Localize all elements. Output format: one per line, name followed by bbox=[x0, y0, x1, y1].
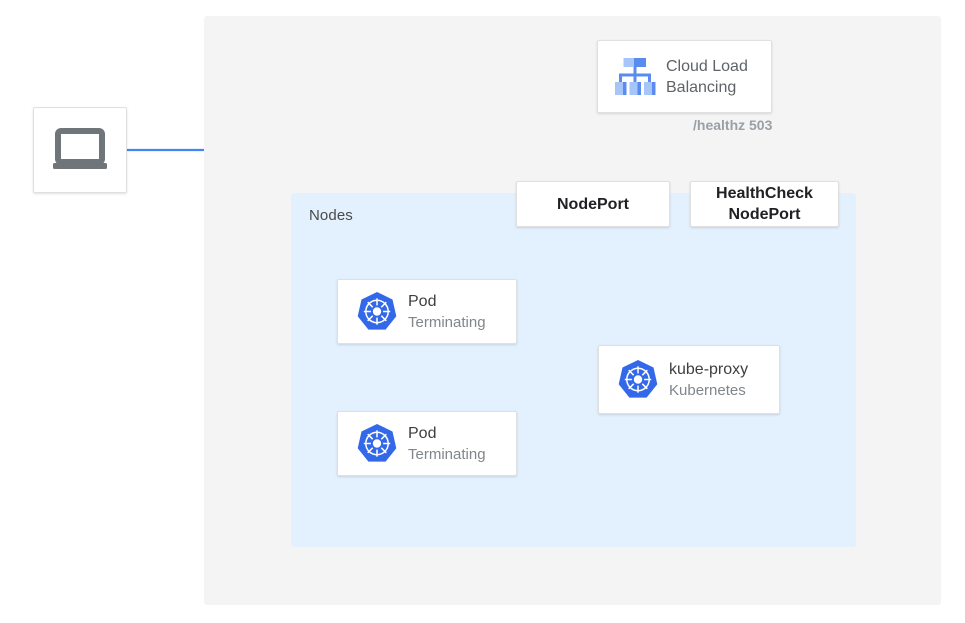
nodeport-node[interactable]: NodePort bbox=[516, 181, 670, 227]
pod-title: Pod bbox=[408, 292, 437, 310]
healthz-status-label: /healthz 503 bbox=[693, 117, 773, 133]
kubernetes-icon bbox=[607, 358, 669, 402]
pod-title: Pod bbox=[408, 424, 437, 442]
laptop-icon bbox=[51, 128, 109, 172]
pod-node-2[interactable]: Pod Terminating bbox=[337, 411, 517, 476]
kube-proxy-title: kube-proxy bbox=[669, 360, 749, 378]
kubernetes-icon bbox=[346, 422, 408, 466]
cloud-load-balancing-label-line1: Cloud Load bbox=[666, 57, 748, 75]
nodeport-label: NodePort bbox=[557, 195, 629, 213]
kube-proxy-subtitle: Kubernetes bbox=[669, 381, 746, 399]
client-node[interactable] bbox=[33, 107, 127, 193]
healthcheck-nodeport-label-line1: HealthCheck bbox=[716, 185, 813, 202]
pod-subtitle: Terminating bbox=[408, 445, 486, 463]
region-nodes-label: Nodes bbox=[309, 207, 353, 224]
pod-node-1[interactable]: Pod Terminating bbox=[337, 279, 517, 344]
cloud-load-balancing-label-line2: Balancing bbox=[666, 78, 737, 96]
cloud-load-balancing-node[interactable]: Cloud Load Balancing bbox=[597, 40, 772, 113]
pod-subtitle: Terminating bbox=[408, 313, 486, 331]
cloud-load-balancing-icon bbox=[604, 56, 666, 98]
healthcheck-nodeport-node[interactable]: HealthCheck NodePort bbox=[690, 181, 839, 227]
kube-proxy-node[interactable]: kube-proxy Kubernetes bbox=[598, 345, 780, 414]
kubernetes-icon bbox=[346, 290, 408, 334]
healthcheck-nodeport-label-line2: NodePort bbox=[728, 206, 801, 223]
